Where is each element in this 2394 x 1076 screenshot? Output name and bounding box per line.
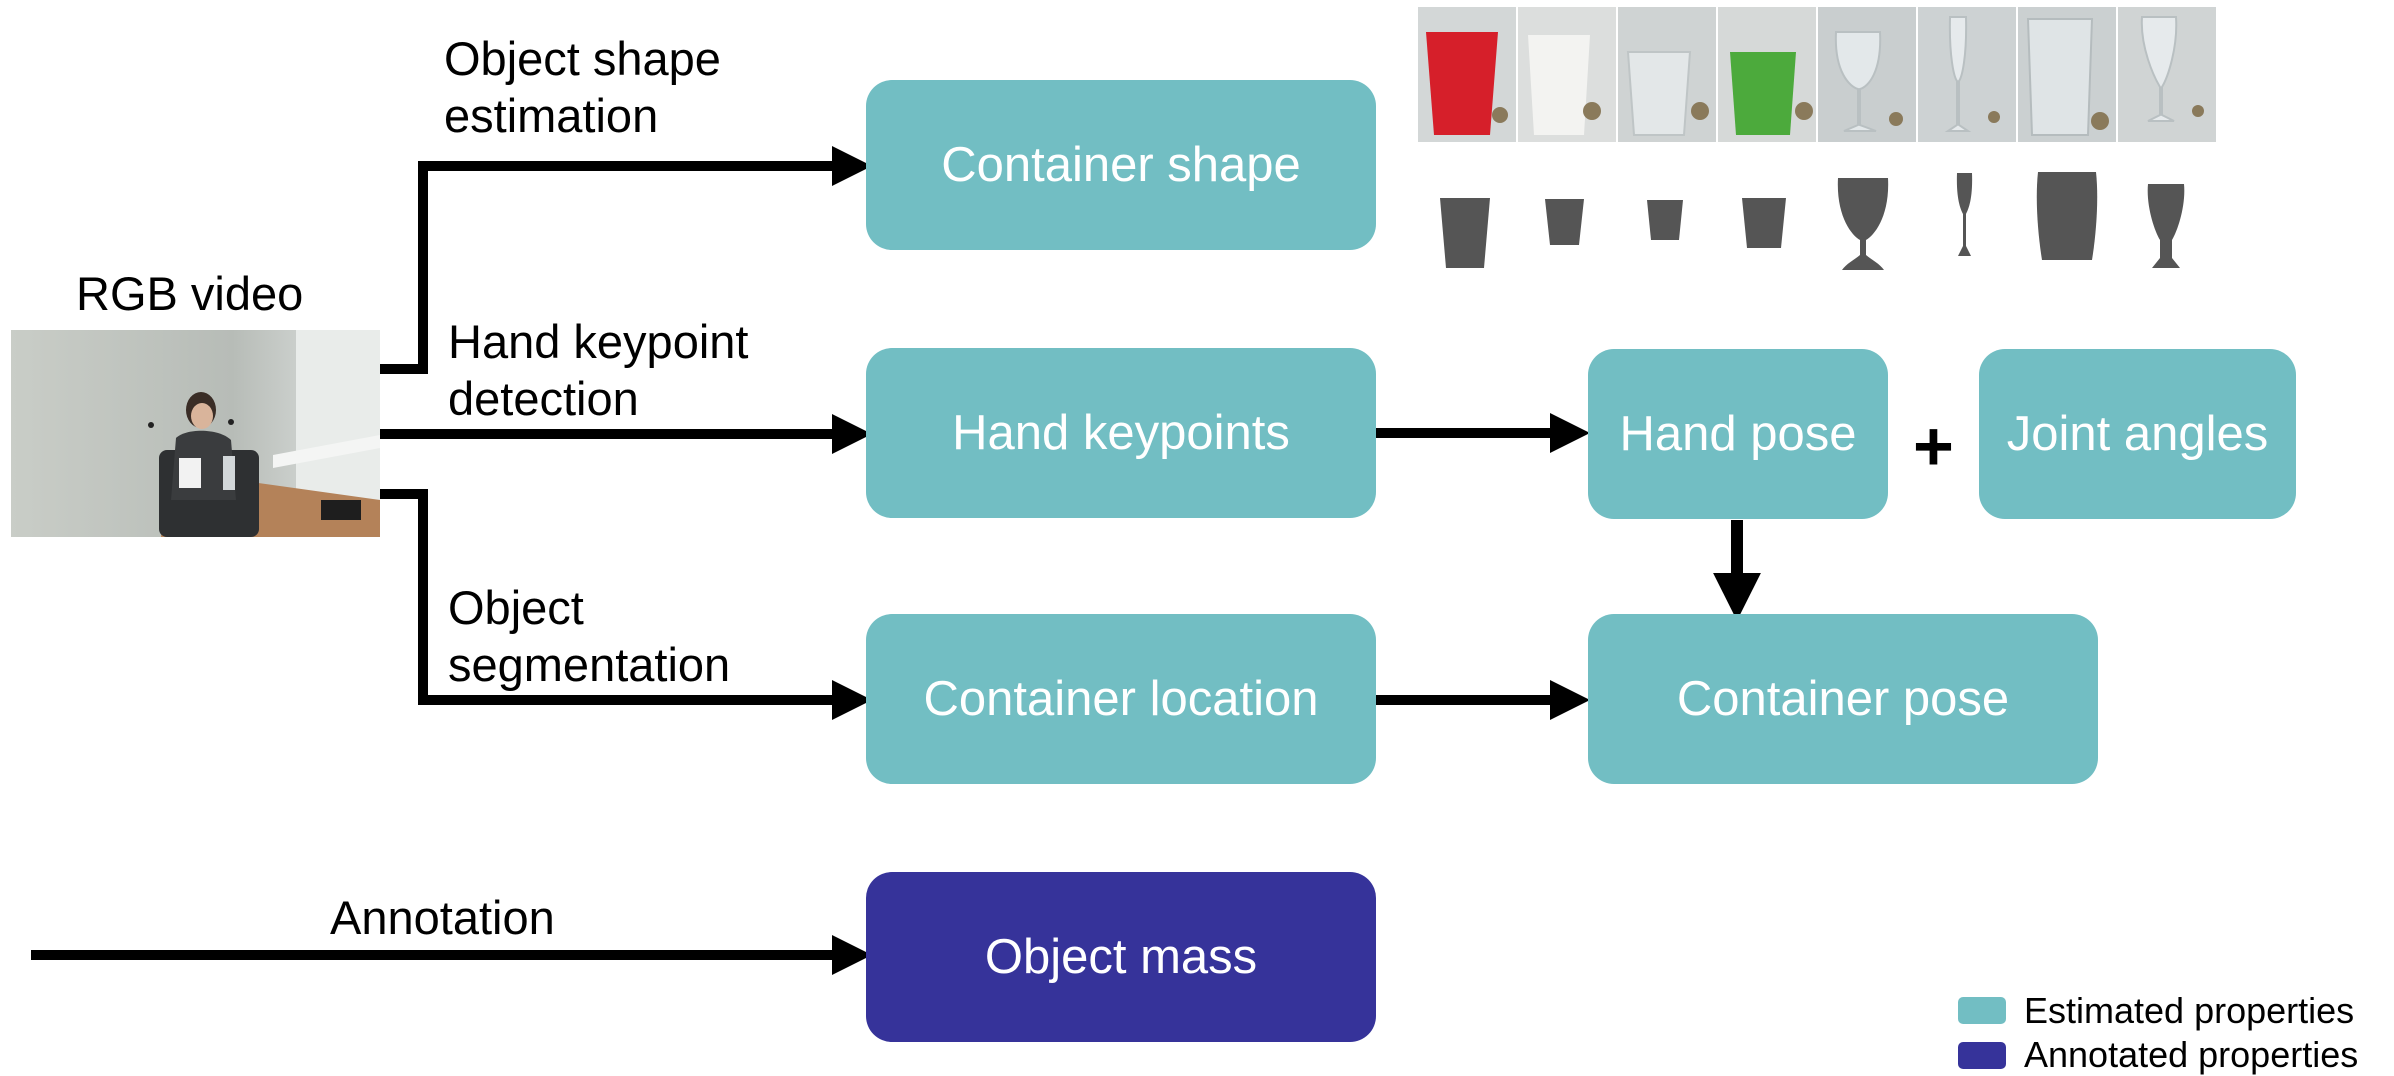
hand-keypoints-box: Hand keypoints <box>866 348 1376 518</box>
rgb-video-frame <box>11 330 380 537</box>
plus-sign: + <box>1913 407 1954 485</box>
shape-model-flute <box>1956 173 1973 256</box>
container-photo <box>1518 7 1618 142</box>
joint-angles-box: Joint angles <box>1979 349 2296 519</box>
legend-annotated-swatch <box>1958 1042 2006 1069</box>
legend-estimated-swatch <box>1958 997 2006 1024</box>
shape-model-cup-3 <box>1647 200 1683 240</box>
legend-estimated-label: Estimated properties <box>2024 990 2355 1031</box>
keypoint-detection-label: Hand keypoint detection <box>448 315 749 425</box>
container-photo <box>1918 7 2018 142</box>
object-mass-box: Object mass <box>866 872 1376 1042</box>
shape-model-wineglass <box>1837 178 1889 270</box>
container-pose-box: Container pose <box>1588 614 2098 784</box>
shape-connector <box>380 146 873 374</box>
container-photo <box>1618 7 1718 142</box>
rgb-video-label: RGB video <box>76 267 304 320</box>
container-photo <box>1718 7 1818 142</box>
container-photos <box>1418 7 2216 142</box>
shape-model-cup-2 <box>1545 199 1584 245</box>
segmentation-label: Object segmentation <box>448 581 731 691</box>
container-shape-box: Container shape <box>866 80 1376 250</box>
shape-model-cup-1 <box>1440 198 1490 268</box>
shape-model-beer-glass <box>2147 184 2185 268</box>
shape-models <box>1440 172 2185 270</box>
annotation-label: Annotation <box>330 891 555 944</box>
container-photo <box>1418 7 1518 142</box>
container-photo <box>2018 7 2118 142</box>
segmentation-connector <box>380 489 873 720</box>
container-photo <box>1818 7 1918 142</box>
shape-estimation-label: Object shape estimation <box>444 32 721 142</box>
shape-model-cup-4 <box>1742 198 1786 248</box>
hand-pose-box: Hand pose <box>1588 349 1888 519</box>
legend-annotated-label: Annotated properties <box>2024 1034 2359 1075</box>
container-location-box: Container location <box>866 614 1376 784</box>
shape-model-large-glass <box>2036 172 2098 260</box>
container-photo <box>2118 7 2216 142</box>
